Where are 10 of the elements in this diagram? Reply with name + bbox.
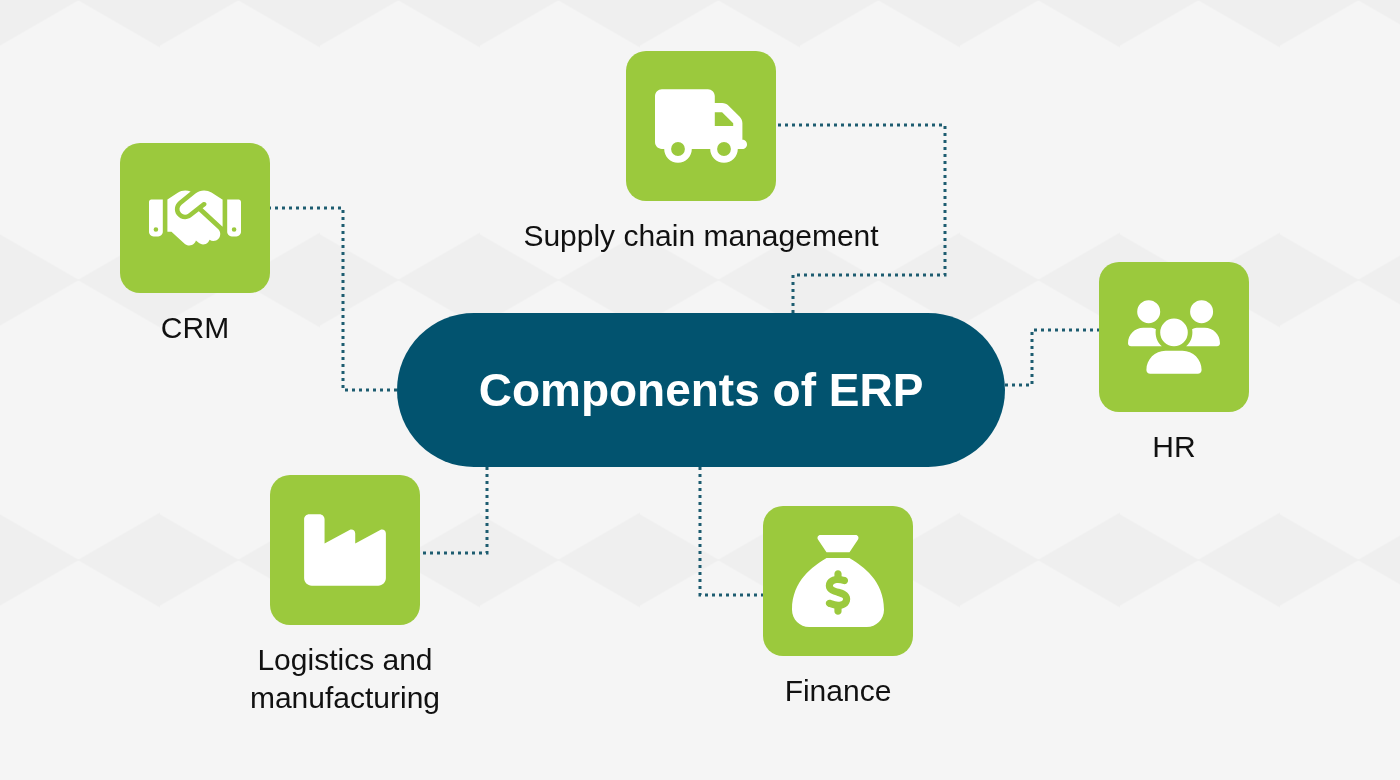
module-label: Finance (783, 673, 893, 709)
connector-line (698, 467, 763, 597)
module-label: Logistics and manufacturing (248, 642, 442, 716)
connector-line (420, 467, 489, 555)
module-label: HR (1151, 429, 1197, 465)
title-pill: Components of ERP (397, 313, 1005, 467)
connector-line (776, 123, 947, 313)
module-label: CRM (159, 310, 231, 346)
module-label: Supply chain management (522, 218, 880, 254)
connector-line (1005, 328, 1099, 387)
